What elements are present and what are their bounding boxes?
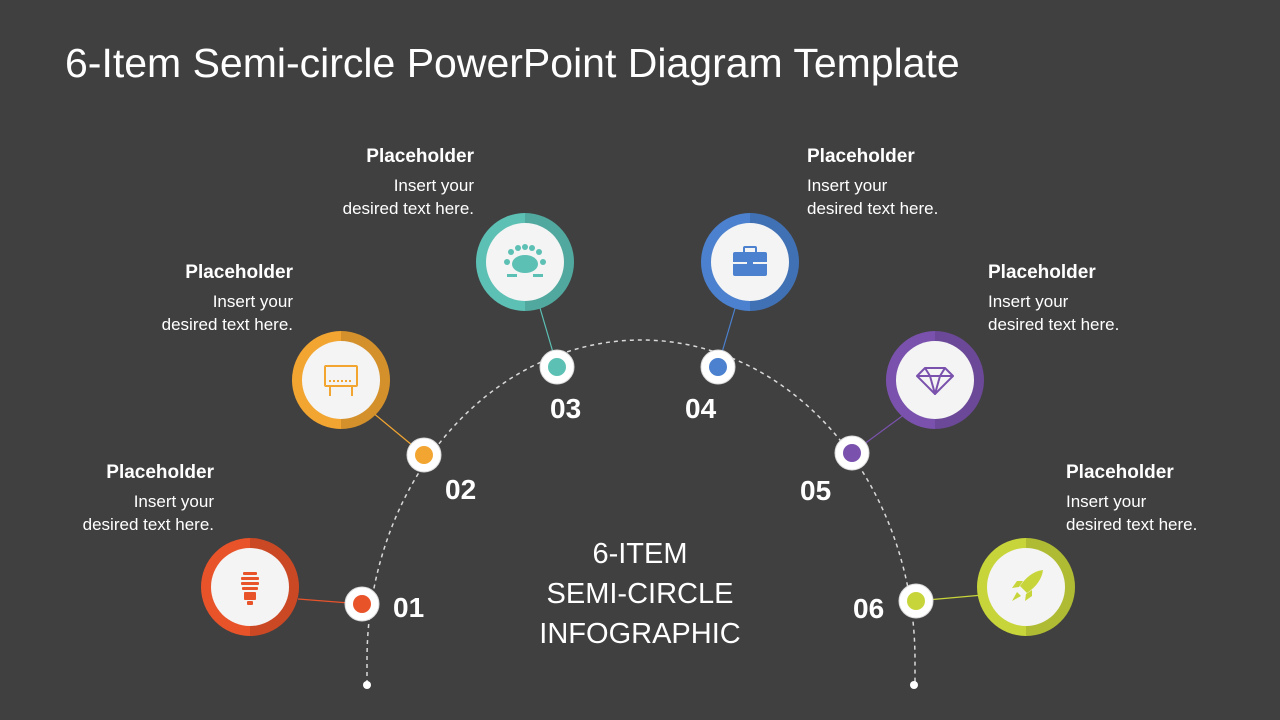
node-dot-03 [539,349,575,385]
icon-circle-03 [476,213,574,311]
icon-circle-01 [201,538,299,636]
center-caption-line3: INFOGRAPHIC [539,618,741,650]
node-dot-04 [700,349,736,385]
item-text-02-line2: desired text here. [161,315,293,334]
billboard-icon [324,365,358,396]
item-heading-06: Placeholder [1066,462,1174,483]
center-caption-line1: 6-ITEM [592,538,688,570]
dashed-arc [366,339,916,684]
node-dot-01 [344,586,380,622]
meeting-table-icon [504,244,546,277]
arc-end-dot-left [363,681,371,689]
center-caption: 6-ITEM SEMI-CIRCLE INFOGRAPHIC [520,534,760,654]
item-label-03: Placeholder Insert your desired text her… [244,143,474,220]
diamond-icon [916,367,954,395]
icon-circle-06 [977,538,1075,636]
item-number-06: 06 [853,593,885,624]
icon-circle-05 [886,331,984,429]
item-number-03: 03 [550,393,582,424]
item-text-05-line2: desired text here. [988,315,1120,334]
center-caption-line2: SEMI-CIRCLE [546,578,734,610]
slide-title: 6-Item Semi-circle PowerPoint Diagram Te… [65,40,960,86]
item-text-03-line2: desired text here. [342,199,474,218]
item-text-06-line1: Insert your [1066,492,1147,511]
node-dot-06 [898,583,934,619]
item-label-05: Placeholder Insert your desired text her… [988,259,1218,336]
briefcase-icon [733,246,767,276]
node-dot-05 [834,435,870,471]
item-number-02: 02 [445,474,477,505]
item-label-01: Placeholder Insert your desired text her… [0,459,214,536]
item-text-06-line2: desired text here. [1066,515,1198,534]
item-text-01-line1: Insert your [133,492,214,511]
item-text-05-line1: Insert your [988,292,1069,311]
item-text-03-line1: Insert your [393,176,474,195]
item-heading-04: Placeholder [807,146,915,167]
item-label-06: Placeholder Insert your desired text her… [1066,459,1266,536]
node-dot-02 [406,437,442,473]
item-text-02-line1: Insert your [212,292,293,311]
arc-end-dot-right [910,681,918,689]
item-heading-01: Placeholder [106,462,214,483]
item-heading-03: Placeholder [366,146,474,167]
item-text-01-line2: desired text here. [82,515,214,534]
item-heading-02: Placeholder [185,262,293,283]
item-number-01: 01 [393,592,425,623]
item-number-04: 04 [685,393,717,424]
item-text-04-line2: desired text here. [807,199,939,218]
icon-circle-02 [292,331,390,429]
rocket-icon [1012,570,1043,601]
item-number-05: 05 [800,475,832,506]
item-heading-05: Placeholder [988,262,1096,283]
item-label-04: Placeholder Insert your desired text her… [807,143,1037,220]
item-label-02: Placeholder Insert your desired text her… [63,259,293,336]
item-text-04-line1: Insert your [807,176,888,195]
lightbulb-icon [241,572,259,605]
icon-circle-04 [701,213,799,311]
